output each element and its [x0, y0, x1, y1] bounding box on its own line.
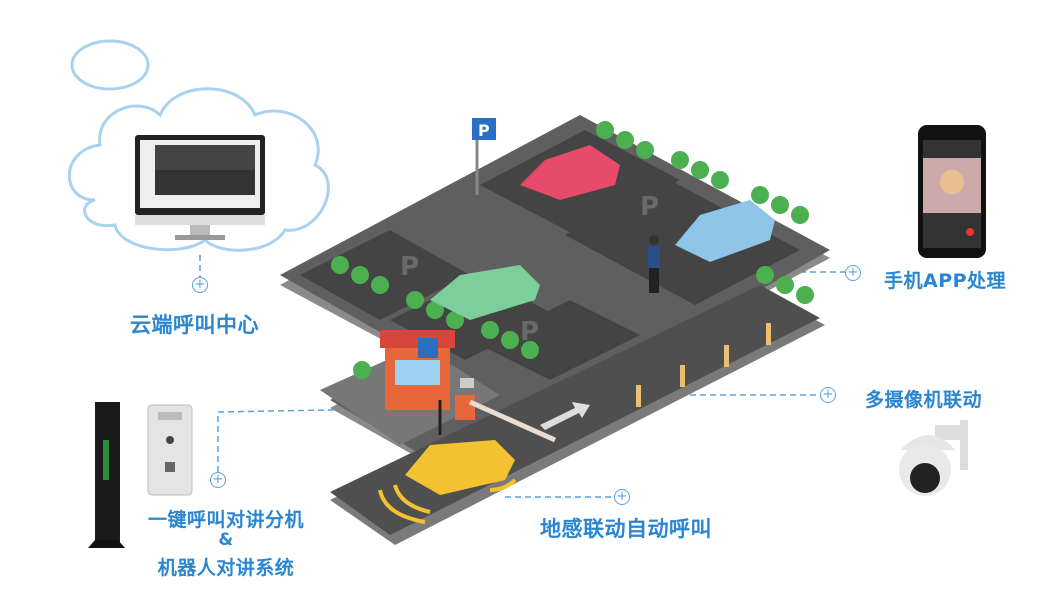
taxi-car — [378, 440, 517, 524]
security-guard — [648, 235, 660, 293]
intercom-tower-icon — [88, 402, 125, 548]
parking-sign: P — [472, 118, 496, 195]
connector-plus-icon: + — [614, 489, 630, 505]
multi-camera-label: 多摄像机联动 — [865, 389, 983, 411]
toll-booth — [380, 330, 455, 410]
intercom-panel-icon — [147, 404, 193, 496]
bollards — [636, 323, 771, 407]
direction-arrow — [540, 402, 590, 430]
ground-sensor-label: 地感联动自动呼叫 — [540, 517, 712, 541]
monitor-icon — [135, 135, 265, 240]
connector-plus-icon: + — [210, 472, 226, 488]
trees — [331, 121, 814, 379]
mobile-app-label: 手机APP处理 — [884, 270, 1007, 292]
ptz-camera-icon — [899, 420, 968, 496]
connector-plus-icon: + — [845, 265, 861, 281]
intercom-label-amp: & — [218, 530, 234, 550]
green-car — [430, 265, 540, 320]
parking-mark: P — [400, 252, 419, 282]
parking-mark: P — [640, 192, 659, 222]
parking-mark: P — [520, 317, 539, 347]
connector-plus-icon: + — [820, 387, 836, 403]
red-car — [520, 145, 620, 200]
parking-sign-letter: P — [478, 121, 490, 140]
intercom-label-line1: 一键呼叫对讲分机 — [147, 509, 304, 531]
connector-plus-icon: + — [192, 277, 208, 293]
cloud-call-center-label: 云端呼叫中心 — [130, 313, 259, 337]
barrier-gate — [438, 378, 557, 443]
smartphone-icon — [918, 125, 986, 258]
blue-car — [675, 200, 775, 262]
intercom-label-line2: 机器人对讲系统 — [157, 557, 295, 579]
